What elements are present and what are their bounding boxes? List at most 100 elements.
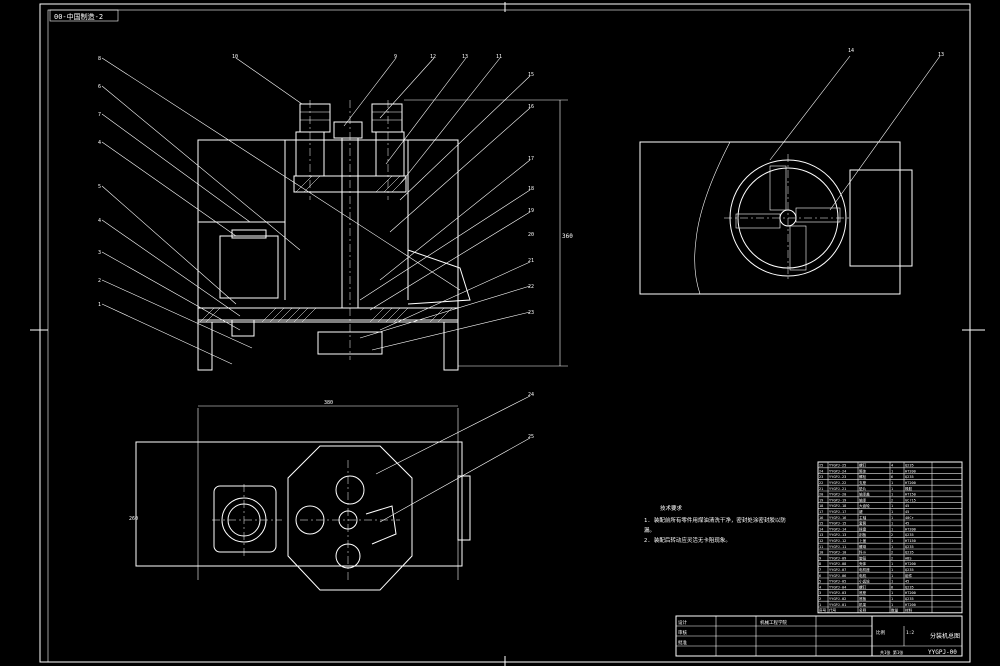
balloon-5: 5	[98, 184, 101, 190]
bom-cell: 旋钮	[859, 555, 867, 560]
bom-cell: HT200	[905, 562, 916, 566]
bom-cell: 16	[819, 516, 823, 520]
bom-cell: HT200	[905, 591, 916, 595]
balloon-20: 20	[528, 232, 534, 238]
top-nut	[333, 121, 363, 139]
balloon-21: 21	[528, 258, 534, 264]
bom-cell: 橡胶	[905, 486, 913, 491]
balloon-18: 18	[528, 186, 534, 192]
balloon-25: 25	[528, 434, 534, 440]
bom-cell: 1	[891, 493, 893, 497]
inner-border	[47, 9, 971, 663]
bom-cell: YYGPJ-04	[829, 585, 846, 589]
bom-header-cell: 序号	[819, 608, 827, 613]
bom-cell: YYGPJ-15	[829, 522, 846, 526]
balloon-14: 14	[848, 48, 854, 54]
bom-cell: YYGPJ-05	[829, 580, 846, 584]
bom-cell: 10	[819, 551, 823, 555]
bom-header-cell: 数量	[891, 608, 899, 613]
bom-cell: YYGPJ-07	[829, 568, 846, 572]
bom-header-cell: 名称	[859, 608, 867, 613]
bom-cell: 1	[891, 568, 893, 572]
detail-view: 14 13	[639, 48, 944, 295]
bom-cell: 电机	[859, 573, 867, 578]
bom-cell: HT200	[905, 603, 916, 607]
bom-cell: 螺母	[859, 544, 867, 549]
balloon-7: 7	[98, 112, 101, 118]
title-block: 设计 审核 批准 机械工程学院 比例 1:2 共1张 第1张 分装机总图 YYG…	[675, 615, 963, 657]
bom-cell: 23	[819, 475, 823, 479]
balloon-22: 22	[528, 284, 534, 290]
bom-cell: 21	[819, 487, 823, 491]
bom-cell: 螺钉	[859, 463, 867, 468]
bom-cell: 主轴	[859, 515, 867, 520]
balloon-16: 16	[528, 104, 534, 110]
bom-cell: HT200	[905, 527, 916, 531]
bom-cell: YYGPJ-06	[829, 574, 846, 578]
balloon-9: 9	[394, 54, 397, 60]
bom-cell: Q235	[905, 551, 914, 555]
base-plate	[197, 307, 459, 323]
bom-cell: YYGPJ-02	[829, 597, 846, 601]
balloon-17: 17	[528, 156, 534, 162]
bom-cell: 45	[905, 522, 909, 526]
bom-cell: 25	[819, 464, 823, 468]
motor	[219, 235, 279, 299]
bom-cell: YYGPJ-25	[829, 464, 846, 468]
sheet-tag-box	[49, 9, 119, 22]
bom-cell: GCr15	[905, 498, 916, 502]
bom-cell: HT200	[905, 469, 916, 473]
bom-cell: 1	[891, 469, 893, 473]
right-foot	[443, 321, 459, 371]
bom-cell: 小齿轮	[859, 579, 870, 584]
balloon-4b: 4	[98, 218, 101, 224]
bom-cell: 料斗	[859, 550, 867, 555]
bom-cell: 1	[891, 603, 893, 607]
bom-cell: 底座	[859, 590, 867, 595]
bom-cell: 1	[891, 510, 893, 514]
height-dim-text: 360	[562, 233, 573, 240]
bom-cell: 1	[891, 481, 893, 485]
bom-cell: YYGPJ-22	[829, 481, 846, 485]
bom-cell: 1	[891, 527, 893, 531]
bom-cell: Q235	[905, 597, 914, 601]
bom-cell: 13	[819, 533, 823, 537]
balloon-15: 15	[528, 72, 534, 78]
bom-cell: 1	[891, 522, 893, 526]
bom-cell: 1	[891, 545, 893, 549]
top-view: 380 260 24 25	[129, 392, 534, 591]
balloon-1: 1	[98, 302, 101, 308]
balloon-13-detail: 13	[938, 52, 944, 58]
bom-cell: 2	[891, 556, 893, 560]
bom-cell: 1	[819, 603, 821, 607]
bom-cell: 键	[859, 509, 863, 514]
bom-cell: 8	[891, 585, 893, 589]
checker-label: 审核	[678, 629, 687, 636]
bom-cell: 2	[891, 551, 893, 555]
bom-cell: 2	[819, 597, 821, 601]
bom-cell: 支座	[859, 480, 867, 485]
bom-cell: 40Cr	[905, 516, 914, 520]
balloon-23: 23	[528, 310, 534, 316]
front-section-view: 360 8 6	[98, 54, 573, 371]
bom-cell: 螺钉	[859, 584, 867, 589]
bom-cell: Q235	[905, 533, 914, 537]
drawing-title: 分装机总图	[930, 632, 960, 640]
scale-label: 比例	[876, 629, 885, 636]
housing-outline	[197, 139, 459, 321]
bom-cell: Q235	[905, 568, 914, 572]
bom-cell: HT150	[905, 493, 916, 497]
bom-cell: YYGPJ-23	[829, 475, 846, 479]
bom-cell: 45	[905, 580, 909, 584]
bom-cell: 12	[819, 539, 823, 543]
bom-cell: 8	[819, 562, 821, 566]
bom-cell: Q235	[905, 464, 914, 468]
balloon-2: 2	[98, 278, 101, 284]
top-view-housing	[135, 441, 463, 567]
bom-cell: Q235	[905, 545, 914, 549]
bom-cell: ABS	[905, 556, 912, 560]
bom-cell: YYGPJ-18	[829, 504, 846, 508]
left-knob	[299, 103, 331, 133]
bom-cell: 壳体	[859, 561, 867, 566]
